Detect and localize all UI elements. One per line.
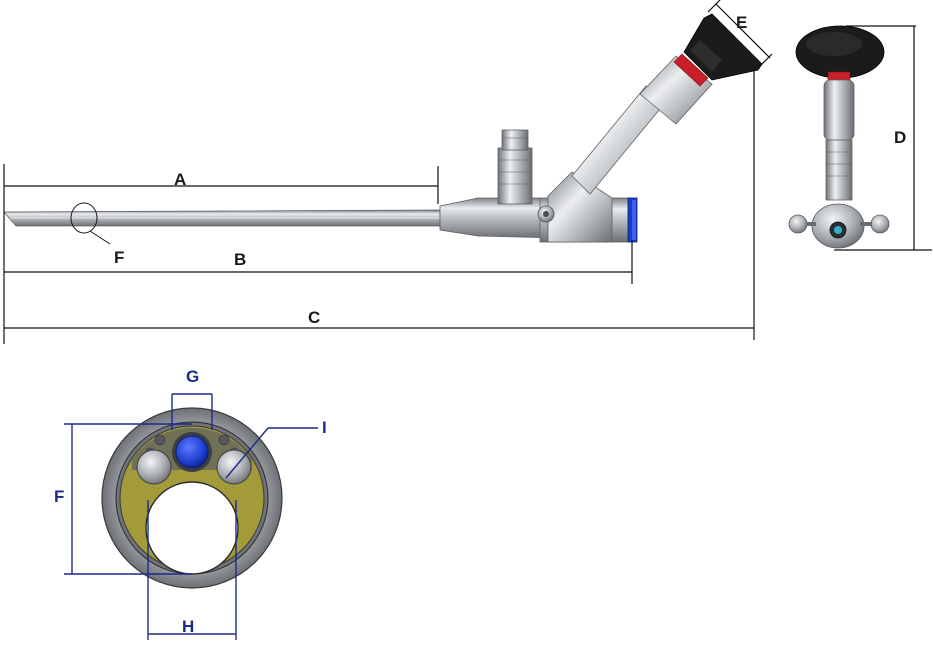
dimension-label-f: F [54,487,64,506]
dimension-label-g: G [186,367,199,386]
dimension-label-c: C [308,308,320,327]
scope-body [439,171,638,243]
dimension-a: A [4,166,439,204]
scope-cross-section: G F H I [54,367,327,640]
scope-shaft [3,209,441,227]
dimension-i: I [225,418,327,479]
scope-vertical-port [497,129,533,205]
dimension-f: F [54,423,192,575]
shaft-callout-f [70,202,111,245]
dimension-label-h: H [182,617,194,636]
dimension-label-a: A [174,170,186,189]
scope-side-view: A B C F E [3,0,773,344]
dimension-h: H [147,500,237,640]
dimension-label-d: D [894,128,906,147]
callout-label-f: F [114,248,124,267]
dimension-c: C [4,66,755,340]
dimension-label-e: E [736,13,747,32]
scope-eyepiece-arm [571,13,763,195]
dimension-label-b: B [234,250,246,269]
dimension-b: B [4,240,633,284]
scope-end-view: D [788,25,932,251]
dimension-e: E [707,0,773,67]
dimension-label-i: I [322,418,327,437]
dimension-d: D [834,25,932,251]
